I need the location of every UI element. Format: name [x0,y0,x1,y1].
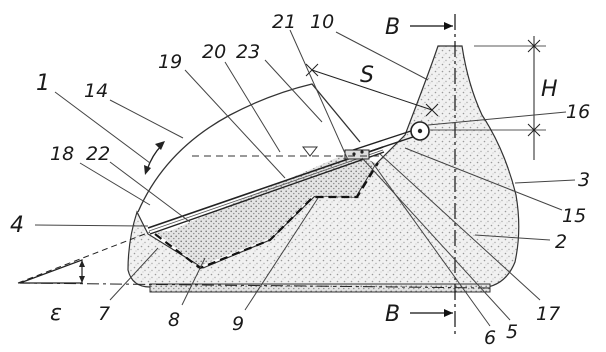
dim-s-line [311,69,433,111]
lever-arm [346,127,421,153]
leader-3 [514,179,576,184]
label-19: 19 [158,51,182,73]
angle-arrowhead-up [79,260,85,267]
label-9: 9 [232,313,244,335]
rotation-arrowhead-2 [155,141,165,150]
leader-6 [371,161,491,327]
leader-15 [404,147,563,211]
leader-19 [184,69,286,179]
leader-8 [181,257,206,306]
dome-outline [137,83,361,213]
angle-arrowhead-down [79,276,85,283]
section-arrowhead-top [444,22,453,30]
incline-plate-lower [149,151,385,235]
dim-h-label: H [541,77,558,102]
label-22: 22 [86,143,110,165]
leader-4 [34,224,149,227]
leader-9 [244,197,319,311]
dim-h-tick-1 [527,39,541,53]
leader-21 [289,29,349,161]
leader-5 [361,157,511,321]
incline-plate-upper [147,146,384,229]
leader-1 [54,91,151,164]
label-5: 5 [506,321,518,343]
label-6: 6 [484,327,496,347]
label-21: 21 [272,11,296,33]
incline-plate-mid [148,149,384,232]
dashed-bottom-contour [154,162,379,270]
label-18: 18 [50,143,74,165]
label-4: 4 [10,213,24,238]
label-1: 1 [36,71,50,96]
section-arrowhead-bottom [444,309,453,317]
leader-23 [264,59,323,123]
base-plate [149,283,491,293]
label-2: 2 [555,231,567,253]
leader-17 [379,153,541,301]
label-14: 14 [84,80,108,102]
block-dot-2 [360,150,364,154]
block-dot-1 [352,152,356,156]
label-23: 23 [236,41,260,63]
hinge-pin [417,128,423,134]
water-level-triangle [301,146,319,157]
label-8: 8 [168,309,180,331]
angle-triangle [19,259,83,284]
leader-20 [224,61,281,153]
angle-incline-line [17,231,151,284]
section-label-bottom: B [385,302,400,327]
label-17: 17 [536,303,560,325]
rotation-arrowhead-1 [144,165,151,175]
leader-7 [109,247,159,301]
small-block [344,149,370,160]
wedge-fill [155,152,376,266]
dim-h-tick-2 [527,123,541,137]
label-7: 7 [98,303,110,325]
dim-s-tick-1 [305,63,319,77]
angle-label: ε [50,301,62,326]
label-10: 10 [310,11,334,33]
leader-16 [427,111,567,126]
label-3: 3 [578,169,590,191]
leader-2 [474,234,551,241]
label-20: 20 [202,41,226,63]
angle-baseline [17,282,491,289]
dim-s-tick-2 [425,103,439,117]
label-16: 16 [566,101,590,123]
section-label-top: B [385,15,400,40]
leader-22 [109,161,191,223]
leader-18 [79,162,151,206]
dim-s-label: S [360,63,374,88]
leader-10 [335,31,429,81]
leader-14 [109,99,184,139]
label-15: 15 [562,205,586,227]
